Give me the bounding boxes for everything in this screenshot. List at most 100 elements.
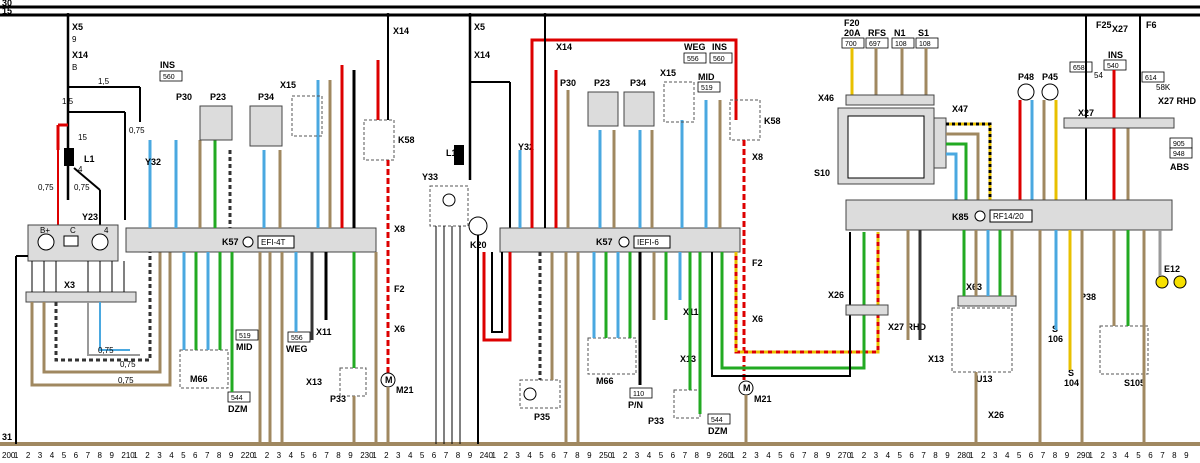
ground-pin-number: 1	[611, 451, 616, 460]
svg-text:20A: 20A	[844, 28, 861, 38]
x8a-label: X8	[394, 224, 405, 234]
m21b-label: M21	[754, 394, 772, 404]
x63-label: X63	[966, 282, 982, 292]
svg-text:0,75: 0,75	[74, 183, 90, 192]
svg-text:948: 948	[1173, 151, 1185, 158]
ground-pin-number: 7	[1160, 451, 1165, 460]
dzm2-box: 544 DZM	[707, 413, 731, 436]
rail-30-label: 30	[2, 0, 12, 8]
s10-label: S10	[814, 168, 830, 178]
e12-label: E12	[1164, 264, 1180, 274]
ground-pin-number: 6	[551, 451, 556, 460]
ground-pin-number: 9	[468, 451, 473, 460]
ground-pin-number: 1	[850, 451, 855, 460]
k57b-module: K57 IEFI-6	[499, 227, 741, 253]
x26a-label: X26	[828, 290, 844, 300]
p45-label: P45	[1042, 72, 1058, 82]
ground-pin-number: 5	[301, 451, 306, 460]
svg-text:106: 106	[1048, 334, 1063, 344]
x26b-label: X26	[988, 410, 1004, 420]
ground-pin-number: 3	[754, 451, 759, 460]
ground-pin-number: 2	[26, 451, 31, 460]
ground-pin-number: 5	[659, 451, 664, 460]
ground-pin-number: 2	[145, 451, 150, 460]
p33a-label: P33	[330, 394, 346, 404]
k58a-label: K58	[398, 135, 415, 145]
ground-pin-number: 8	[933, 451, 938, 460]
ground-pin-number: 3	[515, 451, 520, 460]
svg-text:58K: 58K	[1156, 83, 1171, 92]
svg-text:110: 110	[633, 391, 644, 398]
ground-pin-number: 1	[730, 451, 735, 460]
ground-pin-number: 1	[253, 451, 258, 460]
svg-text:0,75: 0,75	[38, 183, 54, 192]
ground-pin-number: 250	[599, 451, 613, 460]
e12-lamps: E12	[1155, 264, 1187, 289]
p30b-label: P30	[560, 78, 576, 88]
svg-text:MID: MID	[236, 342, 253, 352]
ground-pin-number: 2	[742, 451, 747, 460]
svg-text:9: 9	[72, 35, 77, 44]
svg-text:INS: INS	[712, 42, 727, 52]
ground-pin-number: 3	[396, 451, 401, 460]
svg-text:560: 560	[713, 56, 725, 63]
k58b-label: K58	[764, 116, 781, 126]
l1b-coil: L1	[446, 145, 464, 165]
svg-text:1,5: 1,5	[62, 97, 74, 106]
ground-pin-number: 2	[384, 451, 389, 460]
ground-pin-number: 6	[671, 451, 676, 460]
p23b-label: P23	[594, 78, 610, 88]
x14c-label: X14	[474, 50, 490, 60]
ground-pin-number: 5	[1136, 451, 1141, 460]
ground-pin-number: 2	[981, 451, 986, 460]
x3-connector: X3	[25, 261, 137, 303]
x13b-label: X13	[680, 354, 696, 364]
ground-pin-number: 9	[707, 451, 712, 460]
pn-box: 110 P/N	[628, 387, 653, 410]
p38-label: P38	[1080, 292, 1096, 302]
fuse-labels-top: F20 20A 700 RFS 697 N1 108 S1 108	[841, 18, 939, 49]
svg-text:S: S	[1068, 368, 1074, 378]
x8b-label: X8	[752, 152, 763, 162]
y33-unit: Y33	[422, 172, 469, 444]
k20-unit: K20	[468, 216, 488, 444]
svg-text:DZM: DZM	[708, 426, 728, 436]
svg-text:ABS: ABS	[1170, 162, 1189, 172]
p33b-label: P33	[648, 416, 664, 426]
ground-pin-number: 7	[324, 451, 329, 460]
k57a-label: K57	[222, 237, 239, 247]
svg-text:4: 4	[104, 226, 109, 235]
l1a-label: L1	[84, 154, 95, 164]
k58b-relay: K58	[729, 99, 781, 141]
ground-pin-number: 6	[312, 451, 317, 460]
ground-pin-number: 220	[241, 451, 255, 460]
svg-text:905: 905	[1173, 141, 1185, 148]
p34b-label: P34	[630, 78, 646, 88]
ground-pin-number: 9	[348, 451, 353, 460]
svg-text:B+: B+	[40, 226, 50, 235]
ground-pin-number: 2	[265, 451, 270, 460]
svg-text:WEG: WEG	[684, 42, 706, 52]
s105-switch: S105	[1099, 325, 1149, 388]
ground-pin-number: 4	[1005, 451, 1010, 460]
ground-pin-number: 2	[862, 451, 867, 460]
ground-pin-number: 5	[181, 451, 186, 460]
s104-switch: S 104	[1064, 368, 1079, 388]
ground-pin-number: 4	[647, 451, 652, 460]
svg-text:560: 560	[163, 74, 175, 81]
ground-pin-number: 6	[909, 451, 914, 460]
ground-pin-number: 4	[1124, 451, 1129, 460]
ground-pin-number: 9	[1065, 451, 1070, 460]
ground-pin-number: 4	[886, 451, 891, 460]
ground-pin-number: 5	[1017, 451, 1022, 460]
y23-label: Y23	[82, 212, 98, 222]
svg-text:0,75: 0,75	[98, 346, 114, 355]
x46-label: X46	[818, 93, 834, 103]
svg-text:DZM: DZM	[228, 404, 248, 414]
x14a-label: X14	[72, 50, 88, 60]
ground-pin-number: 270	[838, 451, 852, 460]
k57b-label: K57	[596, 237, 613, 247]
x11a-label: X11	[316, 327, 332, 337]
p48-lamp: P48	[1017, 72, 1035, 101]
svg-text:104: 104	[1064, 378, 1079, 388]
